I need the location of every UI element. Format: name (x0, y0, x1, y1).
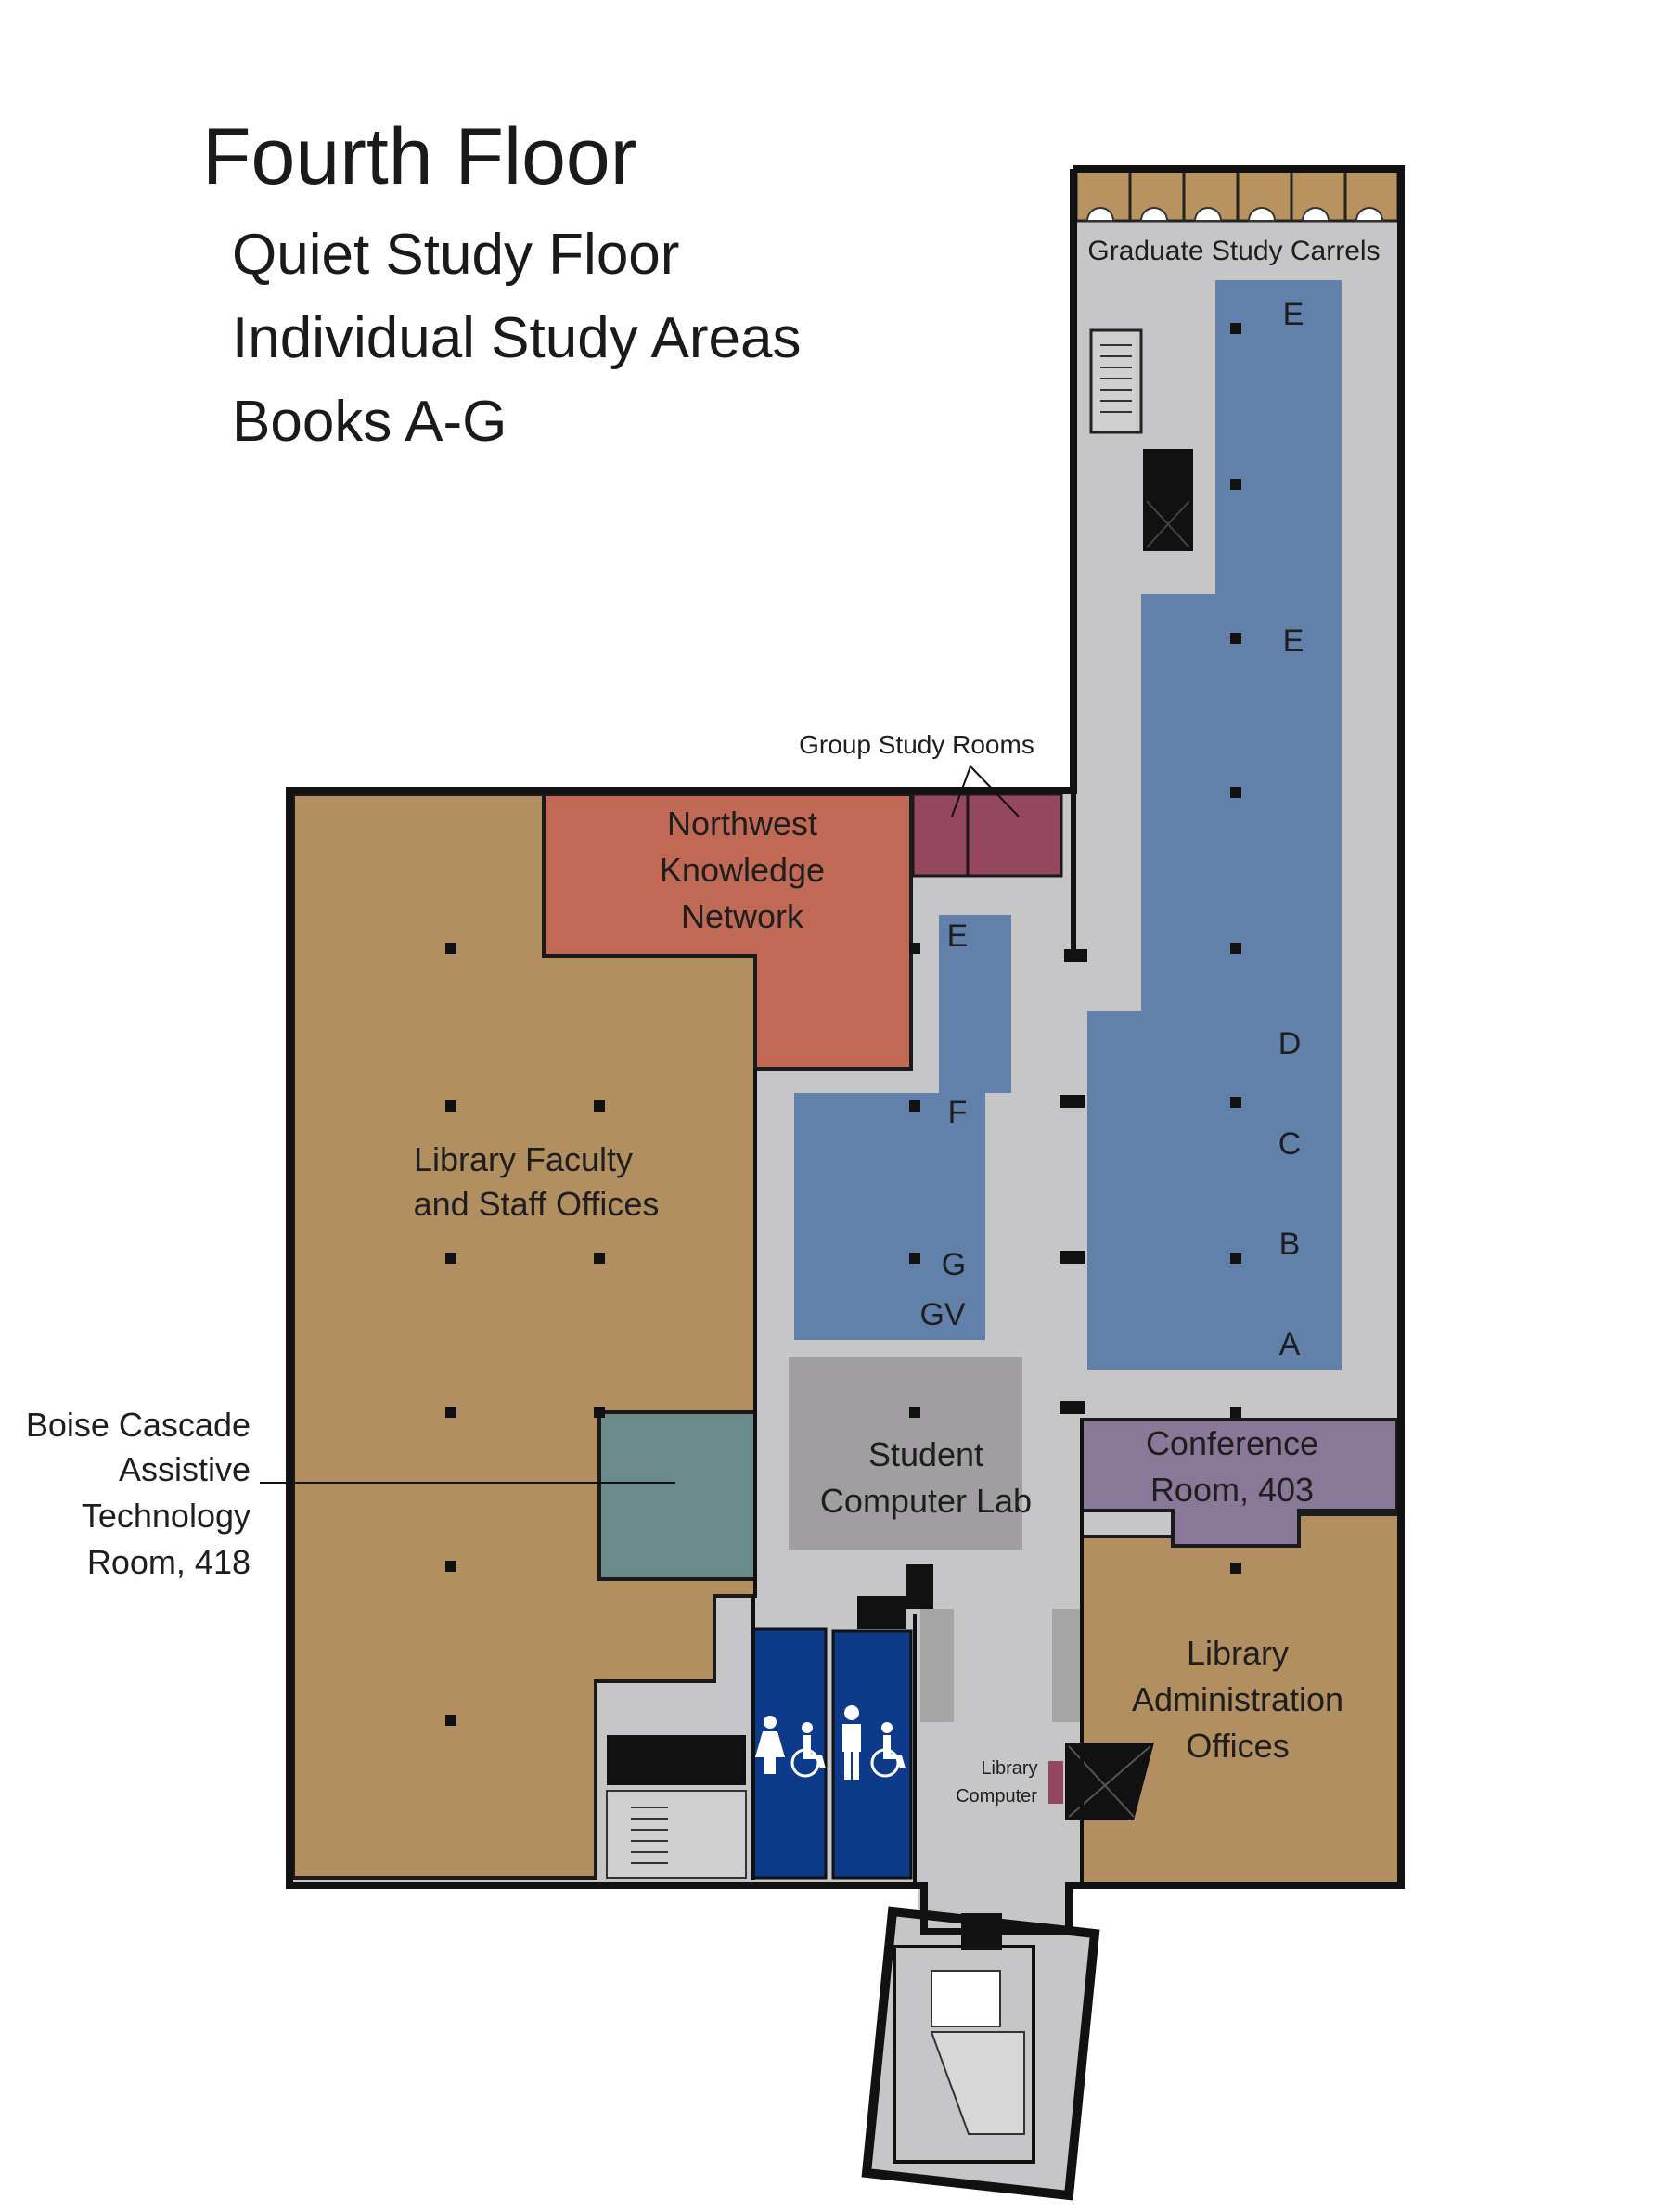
library-computer-label-line2: Computer (956, 1786, 1037, 1807)
stack-letter-e: E (1283, 297, 1304, 332)
column-markers (445, 323, 1241, 1726)
wall-block (906, 1564, 933, 1609)
subtitle-books-range: Books A-G (232, 390, 507, 454)
group-study-leader-line (970, 765, 1020, 817)
computer-lab-label-line2: Computer Lab (820, 1482, 1032, 1520)
conference-label-line2: Room, 403 (1150, 1471, 1314, 1509)
boise-label-line3: Technology (82, 1497, 250, 1535)
restroom-women-accessible-icon (755, 1716, 826, 1778)
page-title: Fourth Floor (202, 112, 637, 201)
south-stair-tower[interactable] (861, 1906, 1100, 2201)
corridor-counter (1052, 1609, 1084, 1722)
boise-label-line4: Room, 418 (87, 1543, 250, 1581)
computer-lab-label-line1: Student (868, 1435, 983, 1473)
admin-label-line3: Offices (1186, 1727, 1289, 1765)
nkn-label-line2: Knowledge (660, 851, 825, 889)
west-stacks[interactable] (794, 915, 1011, 1340)
group-study-leader-line (951, 765, 971, 817)
wall-block (857, 1596, 906, 1629)
faculty-label-line2: and Staff Offices (414, 1185, 660, 1223)
nkn-label-line1: Northwest (667, 804, 817, 842)
assistive-technology-room[interactable] (597, 1410, 757, 1581)
group-study-rooms-label: Group Study Rooms (799, 730, 1034, 759)
map-labels: Graduate Study Carrels Group Study Rooms… (26, 236, 1381, 1807)
conference-label-line1: Conference (1146, 1424, 1318, 1462)
elevator-icon[interactable] (1143, 449, 1193, 551)
boise-label-line2: Assistive (119, 1450, 250, 1488)
walls (286, 165, 1405, 1936)
admin-label-line1: Library (1187, 1634, 1289, 1672)
title-block: Fourth Floor Quiet Study Floor Individua… (0, 0, 928, 482)
stack-letter-e: E (947, 919, 969, 954)
boise-label-line1: Boise Cascade (26, 1406, 250, 1444)
nkn-label-line3: Network (681, 897, 804, 935)
stack-letter-b: B (1279, 1227, 1301, 1262)
stack-letter-e: E (1283, 624, 1304, 659)
stack-letter-d: D (1278, 1026, 1302, 1061)
stack-letter-f: F (948, 1095, 968, 1130)
stack-letter-gv: GV (919, 1297, 965, 1332)
admin-label-line2: Administration (1132, 1680, 1343, 1718)
stack-letter-g: G (942, 1247, 966, 1282)
stack-letter-c: C (1278, 1126, 1302, 1162)
subtitle-quiet-study: Quiet Study Floor (232, 223, 680, 287)
group-study-rooms[interactable] (911, 792, 1063, 878)
stairs-icon[interactable] (606, 1735, 747, 1879)
library-computer-station[interactable] (1048, 1761, 1063, 1804)
stack-letter-a: A (1279, 1327, 1301, 1362)
subtitle-individual-study: Individual Study Areas (232, 306, 802, 370)
graduate-carrels[interactable] (1074, 169, 1400, 223)
stacks-area[interactable] (794, 280, 1342, 1370)
east-stacks[interactable] (1087, 280, 1342, 1370)
graduate-carrels-label: Graduate Study Carrels (1087, 236, 1380, 266)
corridor-counter (920, 1609, 954, 1722)
student-computer-lab[interactable] (789, 1357, 1022, 1550)
faculty-label-line1: Library Faculty (414, 1140, 633, 1178)
stairs-icon[interactable] (1089, 328, 1143, 434)
library-computer-label-line1: Library (981, 1758, 1037, 1779)
restroom-men-accessible-icon (842, 1705, 906, 1780)
